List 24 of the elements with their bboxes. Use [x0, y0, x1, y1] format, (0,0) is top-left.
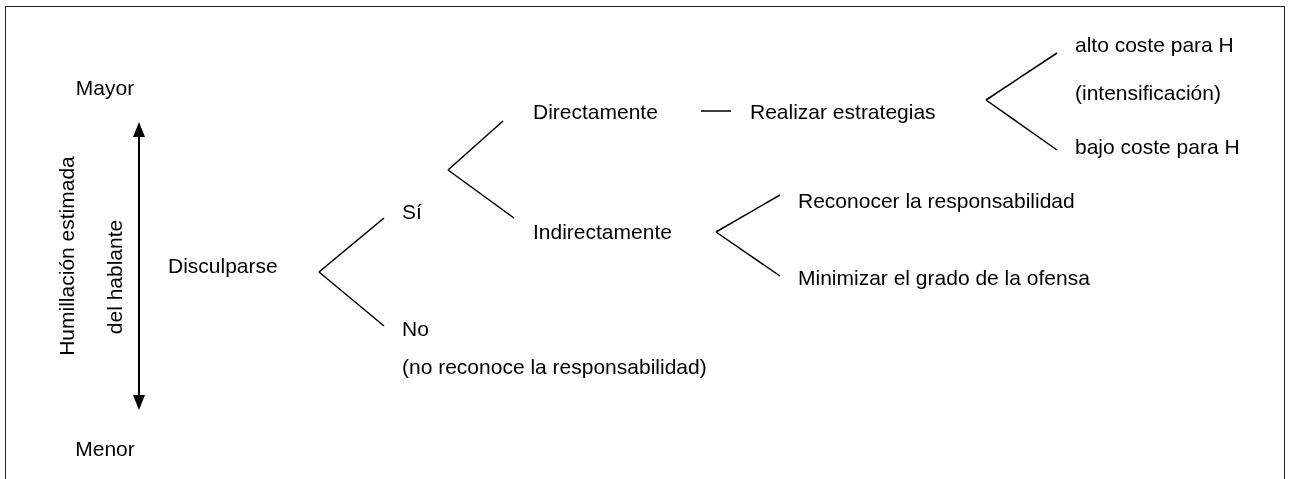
branch-line: [318, 217, 385, 273]
node-text: (no reconoce la responsabilidad): [402, 354, 708, 380]
node-text: Minimizar el grado de la ofensa: [798, 265, 1091, 291]
branch-line: [318, 271, 385, 327]
branch-line: [715, 231, 781, 277]
branch-line: [447, 120, 504, 171]
branch-line: [700, 110, 732, 112]
branch-line: [447, 169, 515, 219]
branch-line: [985, 99, 1058, 151]
node-text: alto coste para H (intensificación): [1075, 32, 1235, 106]
branch-line: [715, 194, 781, 233]
node-text: Sí: [402, 199, 423, 225]
axis-label: del hablante: [104, 219, 126, 335]
axis-label: Humillación estimada: [56, 156, 78, 356]
node-text: Disculparse: [168, 253, 279, 279]
node-text: No: [402, 316, 430, 342]
node-text: Realizar estrategias: [750, 99, 937, 125]
scale-label: Mayor: [75, 77, 135, 99]
scale-label: Menor: [75, 438, 135, 460]
node-text: Reconocer la responsabilidad: [798, 188, 1076, 214]
node-text: Indirectamente: [533, 219, 673, 245]
node-text: Directamente: [533, 99, 659, 125]
node-text: bajo coste para H: [1075, 134, 1241, 160]
branch-line: [985, 52, 1058, 101]
